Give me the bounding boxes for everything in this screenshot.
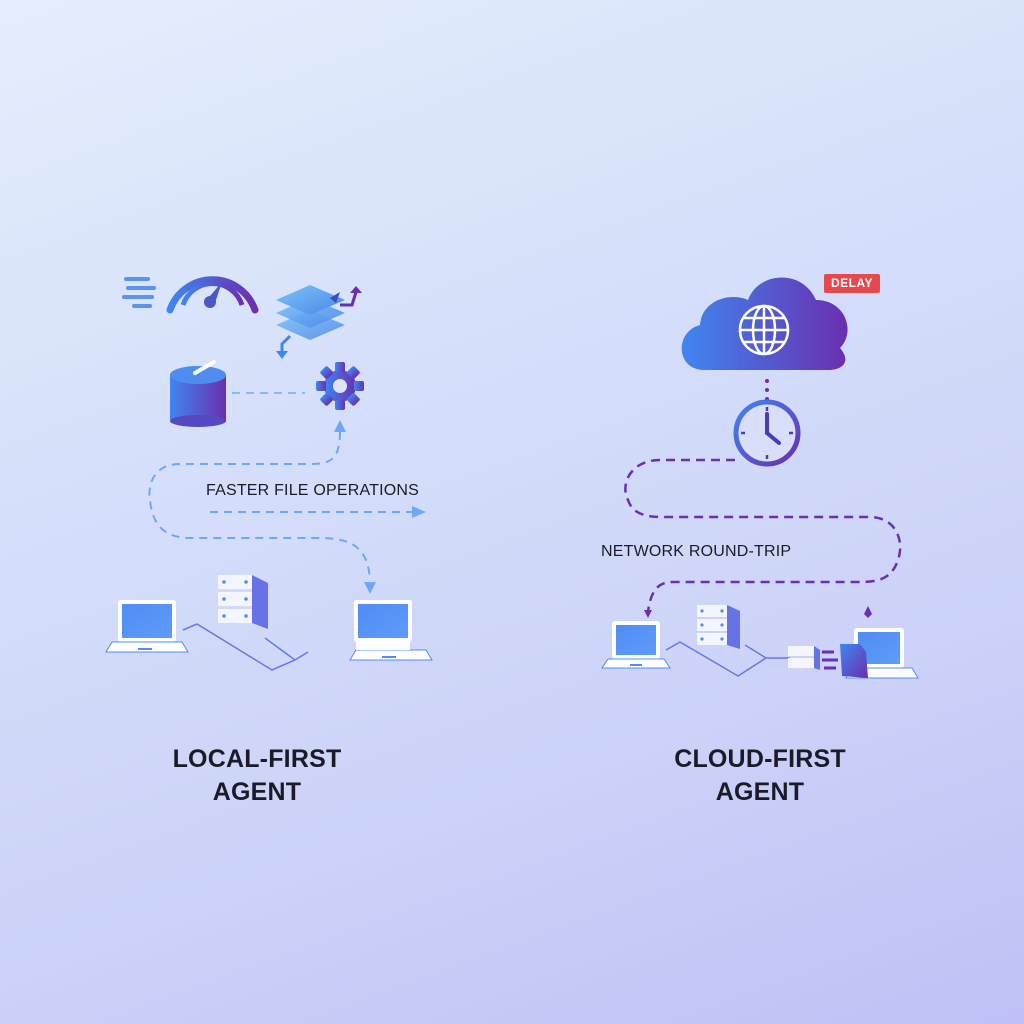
speedometer-icon — [122, 276, 259, 314]
laptop-icon — [105, 600, 189, 653]
local-path — [148, 431, 412, 581]
sparkle-icon — [864, 606, 872, 618]
network-line — [665, 641, 790, 677]
arrow-right-icon — [412, 506, 426, 518]
local-first-title: LOCAL-FIRST AGENT — [127, 743, 387, 809]
dotted-connector — [765, 379, 769, 401]
local-title-line2: AGENT — [212, 778, 302, 806]
layers-icon — [276, 285, 362, 359]
small-server-icon — [788, 646, 820, 670]
arrow-down-icon — [364, 582, 376, 594]
arrow-up-icon — [334, 420, 346, 432]
delay-badge: DELAY — [824, 274, 880, 293]
cloud-path — [624, 458, 902, 613]
cloud-title-line2: AGENT — [715, 778, 805, 806]
path-label-local: FASTER FILE OPERATIONS — [206, 482, 420, 499]
cloud-title-line1: CLOUD-FIRST — [674, 745, 846, 773]
cloud-first-title: CLOUD-FIRST AGENT — [630, 743, 890, 809]
database-icon — [170, 360, 226, 427]
path-label-cloud: NETWORK ROUND-TRIP — [601, 543, 792, 560]
server-icon — [697, 605, 740, 649]
local-title-line1: LOCAL-FIRST — [172, 745, 342, 773]
laptop-icon — [601, 621, 671, 669]
transfer-lines — [822, 650, 838, 670]
network-line — [182, 623, 309, 671]
file-icon — [840, 644, 868, 678]
server-icon — [218, 575, 268, 629]
laptop-icon — [845, 628, 919, 679]
clock-icon — [733, 399, 801, 467]
gear-icon — [316, 362, 364, 410]
laptop-icon — [349, 600, 433, 661]
cloud-globe-icon — [681, 277, 848, 370]
arrow-down-icon — [644, 610, 652, 618]
